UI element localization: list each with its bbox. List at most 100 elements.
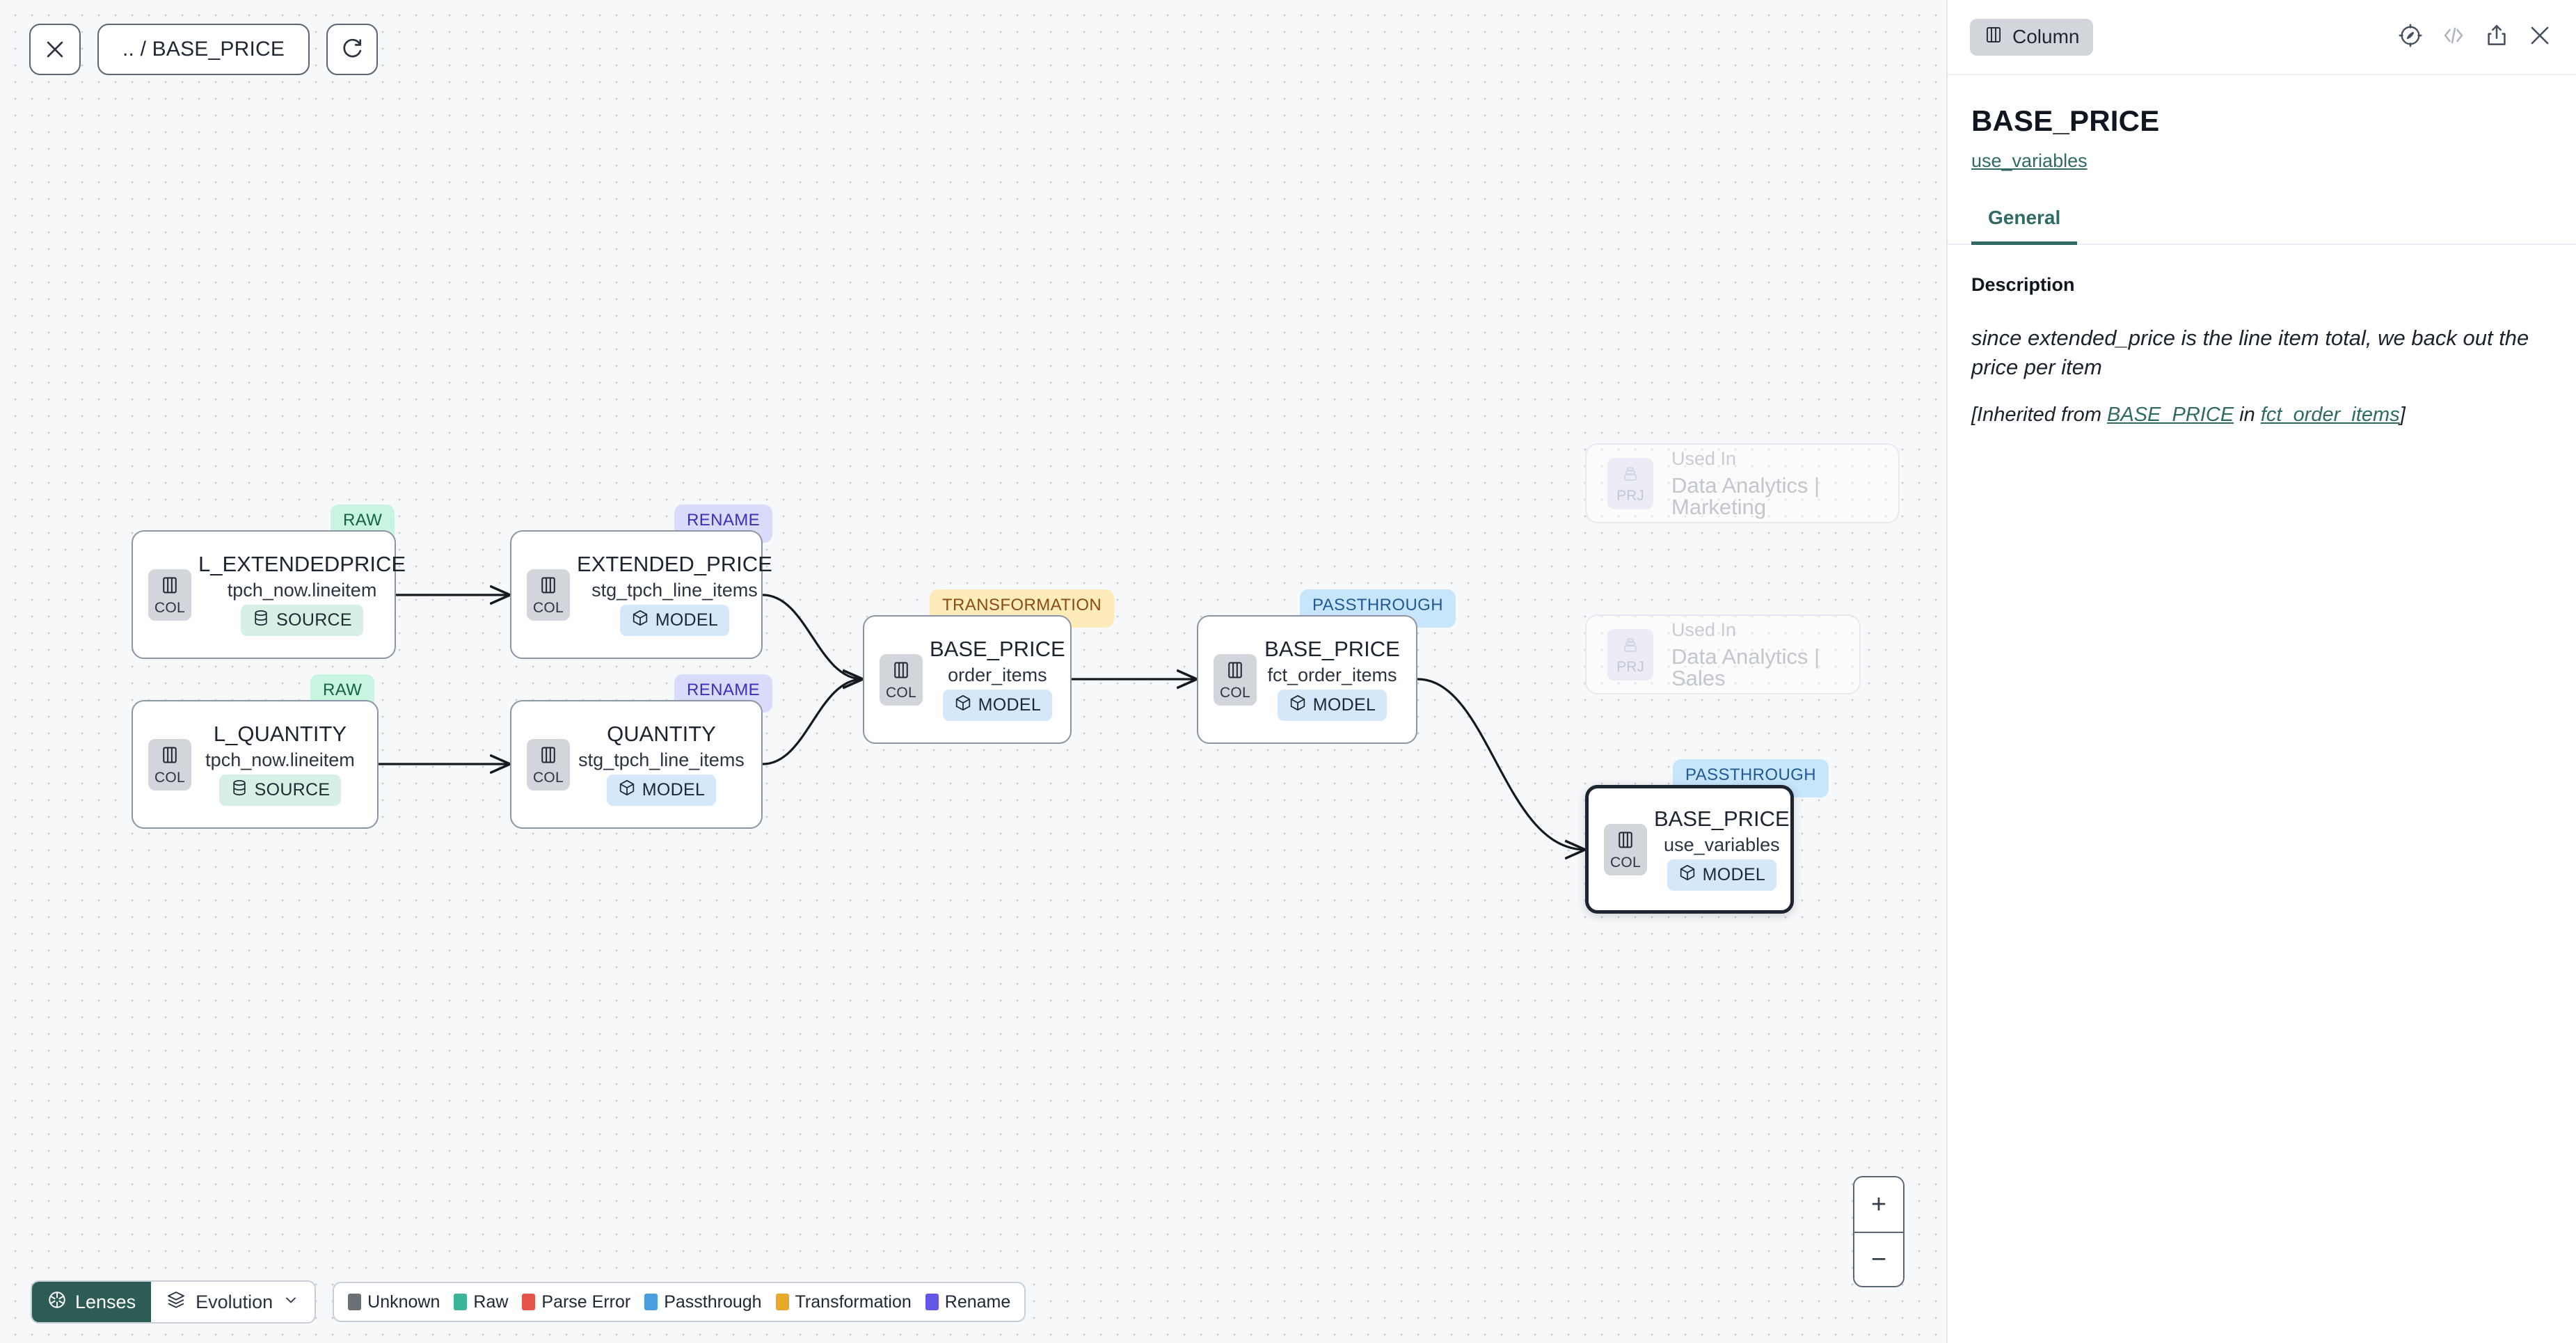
lenses-button[interactable]: Lenses <box>32 1282 152 1322</box>
used-in-project: Data Analytics | Sales <box>1671 644 1820 690</box>
lenses-group: Lenses Evolution <box>31 1280 317 1324</box>
cube-icon <box>618 779 636 802</box>
node-title: BASE_PRICE <box>1264 636 1400 661</box>
legend-label: Parse Error <box>541 1292 631 1312</box>
legend-item[interactable]: Unknown <box>348 1292 440 1312</box>
node-type-label: COL <box>154 769 186 786</box>
compass-icon[interactable] <box>2398 23 2423 51</box>
used-in-card[interactable]: PRJ Used In Data Analytics | Marketing <box>1585 443 1900 523</box>
details-panel-header: Column <box>1948 0 2576 75</box>
used-in-project: Data Analytics | Marketing <box>1671 472 1820 519</box>
inherited-suffix: ] <box>2399 404 2406 427</box>
chevron-down-icon <box>283 1292 299 1313</box>
breadcrumb[interactable]: .. / BASE_PRICE <box>97 24 310 75</box>
column-icon <box>159 575 180 599</box>
legend-swatch <box>522 1294 536 1310</box>
description-label: Description <box>1971 274 2075 295</box>
refresh-button[interactable] <box>326 24 379 75</box>
node-subtitle: fct_order_items <box>1267 665 1397 686</box>
inherited-column-link[interactable]: BASE_PRICE <box>2107 404 2234 427</box>
evolution-dropdown[interactable]: Evolution <box>151 1282 315 1322</box>
legend-swatch <box>348 1294 362 1310</box>
lenses-label: Lenses <box>75 1291 136 1312</box>
zoom-in-button[interactable]: + <box>1854 1177 1903 1232</box>
node-kind-chip: SOURCE <box>241 605 363 637</box>
node-kind-label: MODEL <box>1702 865 1766 885</box>
tab-general[interactable]: General <box>1971 200 2078 245</box>
parent-model-link[interactable]: use_variables <box>1971 150 2088 171</box>
node-type-label: COL <box>1609 854 1641 871</box>
legend-swatch <box>925 1294 939 1310</box>
column-icon <box>1615 829 1636 854</box>
project-type-label: PRJ <box>1616 658 1644 675</box>
column-icon <box>538 575 559 599</box>
canvas-bottom-bar: Lenses Evolution <box>31 1280 1026 1324</box>
legend-label: Transformation <box>795 1292 912 1312</box>
node-type-label: COL <box>532 769 564 786</box>
node-type-label: COL <box>1219 684 1251 701</box>
project-icon <box>1621 464 1640 487</box>
node-title: QUANTITY <box>607 721 716 746</box>
share-icon[interactable] <box>2484 23 2509 51</box>
node-type-badge: COL <box>1604 823 1647 875</box>
node-kind-label: MODEL <box>655 610 719 630</box>
panel-title-block: BASE_PRICE use_variables <box>1948 75 2576 172</box>
inherited-model-link[interactable]: fct_order_items <box>2260 404 2400 427</box>
column-icon <box>1984 25 2003 49</box>
node-subtitle: tpch_now.lineitem <box>205 749 355 771</box>
close-graph-button[interactable] <box>29 24 81 75</box>
legend-item[interactable]: Raw <box>454 1292 508 1312</box>
legend-swatch <box>775 1294 789 1310</box>
node-subtitle: stg_tpch_line_items <box>578 749 745 771</box>
legend-item[interactable]: Parse Error <box>522 1292 630 1312</box>
close-panel-icon[interactable] <box>2527 23 2552 51</box>
used-in-label: Used In <box>1671 447 1737 469</box>
column-icon <box>538 745 559 769</box>
zoom-out-button[interactable]: − <box>1854 1232 1903 1286</box>
node-badge-label: RAW <box>323 681 363 699</box>
node-title: L_EXTENDEDPRICE <box>198 551 406 576</box>
legend-item[interactable]: Transformation <box>775 1292 912 1312</box>
legend-swatch <box>644 1294 658 1310</box>
node-subtitle: tpch_now.lineitem <box>227 580 377 601</box>
inherited-middle: in <box>2234 404 2261 427</box>
node-badge-label: PASSTHROUGH <box>1312 596 1443 614</box>
node-type-badge: COL <box>1214 653 1257 706</box>
inherited-prefix: [Inherited from <box>1971 404 2108 427</box>
node-type-label: COL <box>532 599 564 616</box>
legend-label: Unknown <box>367 1292 440 1312</box>
node-badge-label: RENAME <box>687 681 761 699</box>
cube-icon <box>1289 694 1307 717</box>
legend-item[interactable]: Rename <box>925 1292 1010 1312</box>
close-icon <box>43 38 67 61</box>
project-badge: PRJ <box>1607 457 1653 509</box>
node-type-badge: COL <box>527 738 570 790</box>
description-inherited: [Inherited from BASE_PRICE in fct_order_… <box>1971 402 2552 429</box>
entity-kind-label: Column <box>2012 26 2080 47</box>
layers-icon <box>166 1290 186 1314</box>
node-type-badge: COL <box>880 653 923 706</box>
node-title: BASE_PRICE <box>930 636 1065 661</box>
legend-item[interactable]: Passthrough <box>644 1292 762 1312</box>
code-icon[interactable] <box>2441 23 2466 51</box>
panel-header-actions <box>2398 23 2552 51</box>
node-type-badge: COL <box>148 738 191 790</box>
column-icon <box>891 660 912 684</box>
node-kind-chip: MODEL <box>1667 859 1777 891</box>
node-kind-chip: MODEL <box>619 605 730 637</box>
entity-kind-pill[interactable]: Column <box>1970 18 2094 56</box>
panel-tabs: General <box>1948 200 2576 245</box>
